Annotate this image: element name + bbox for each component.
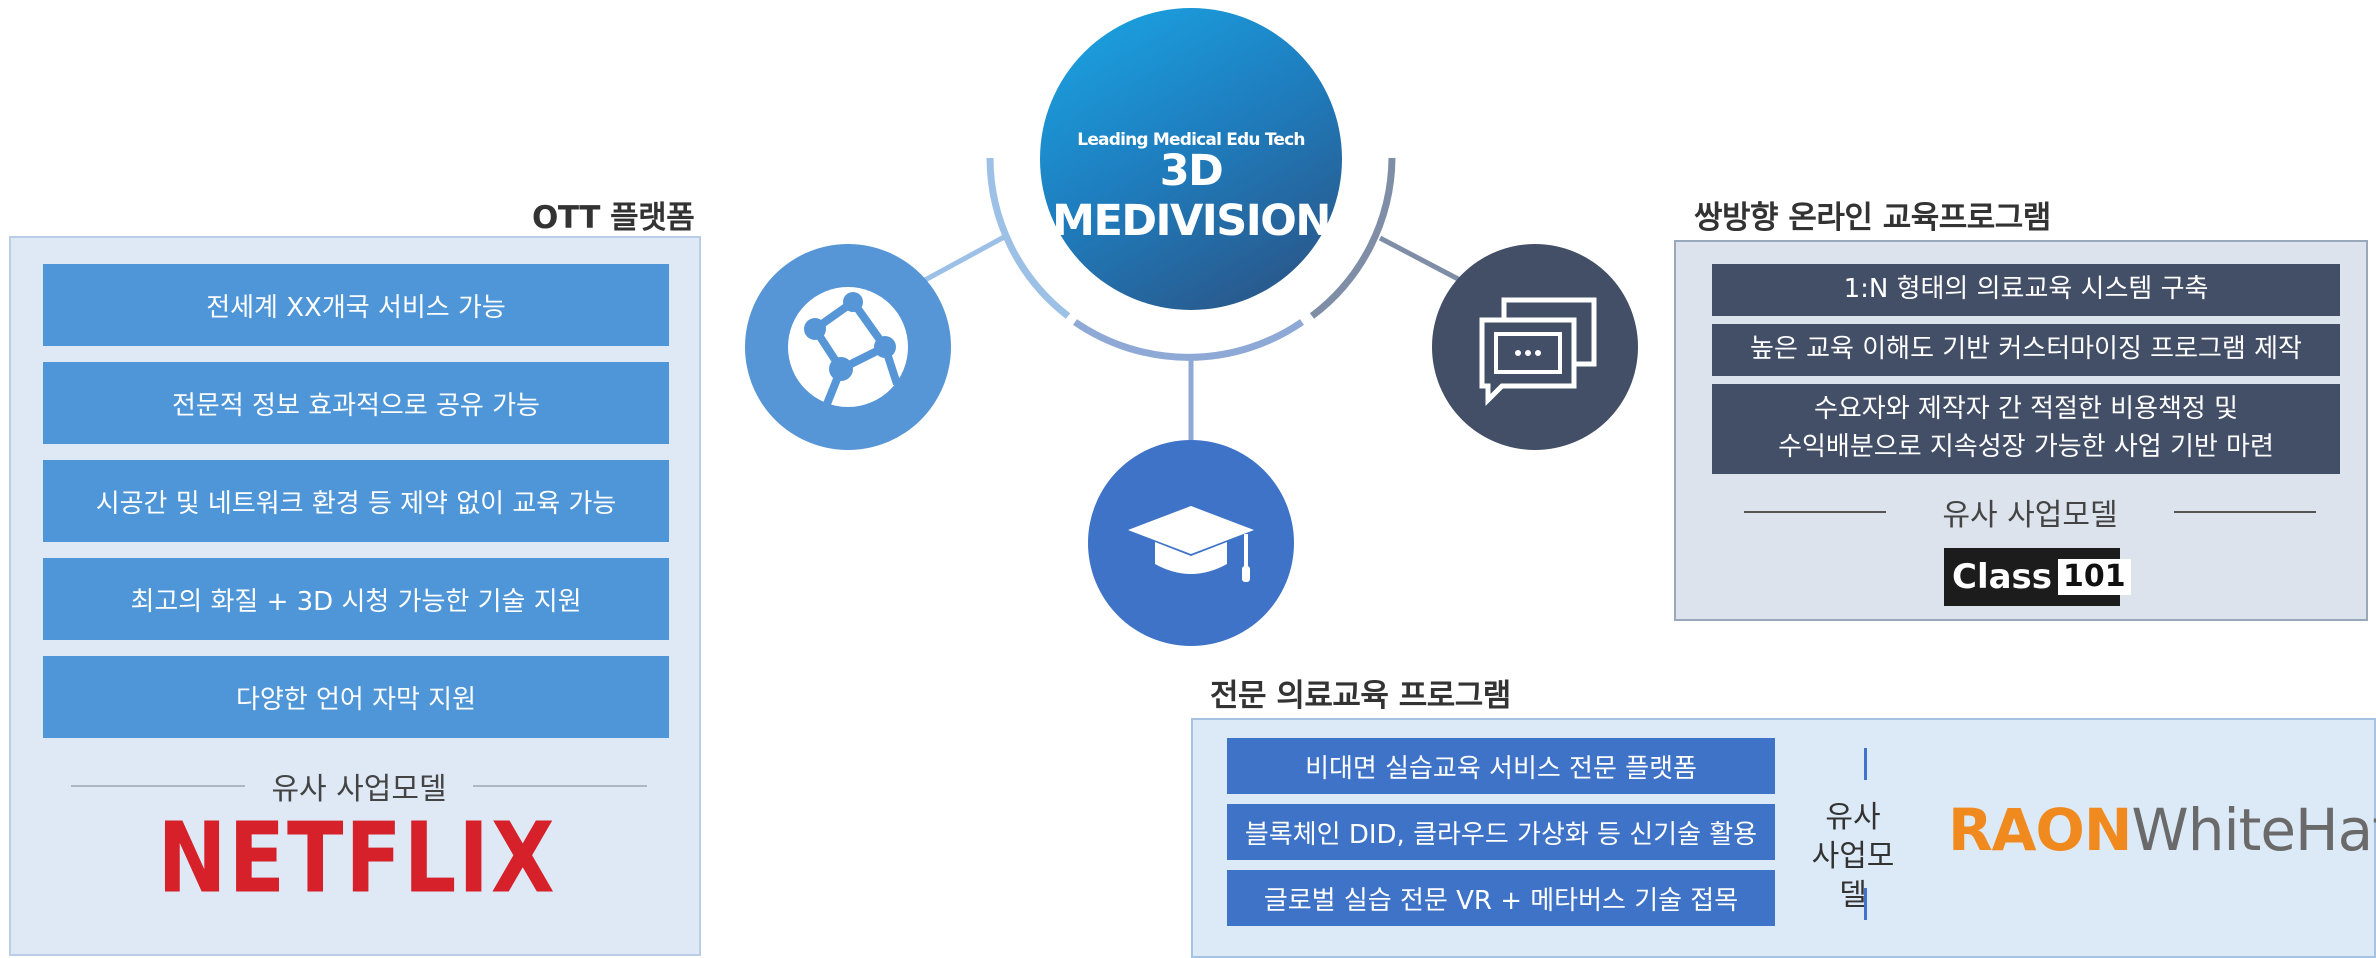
- ott-panel: 전세계 XX개국 서비스 가능 전문적 정보 효과적으로 공유 가능 시공간 및…: [9, 236, 701, 956]
- ott-title: OTT 플랫폼: [532, 200, 695, 236]
- graduation-circle: [1088, 440, 1294, 646]
- netflix-logo: NETFLIX: [157, 801, 557, 916]
- medical-panel: 비대면 실습교육 서비스 전문 플랫폼 블록체인 DID, 클라우드 가상화 등…: [1191, 718, 2376, 958]
- brand-tagline: Leading Medical Edu Tech: [1077, 130, 1305, 150]
- medical-item: 블록체인 DID, 클라우드 가상화 등 신기술 활용: [1227, 804, 1775, 860]
- connector-left: [923, 233, 1008, 283]
- ott-item: 시공간 및 네트워크 환경 등 제약 없이 교육 가능: [43, 460, 669, 542]
- interactive-panel: 1:N 형태의 의료교육 시스템 구축 높은 교육 이해도 기반 커스터마이징 …: [1674, 240, 2368, 621]
- chat-circle: [1432, 244, 1638, 450]
- raon-logo-text: RAON: [1948, 796, 2132, 864]
- medical-item: 글로벌 실습 전문 VR + 메타버스 기술 접목: [1227, 870, 1775, 926]
- interactive-item: 1:N 형태의 의료교육 시스템 구축: [1712, 264, 2340, 316]
- interactive-similar-label: 유사 사업모델: [1942, 498, 2118, 533]
- ott-similar-label: 유사 사업모델: [271, 772, 447, 807]
- ott-item: 전문적 정보 효과적으로 공유 가능: [43, 362, 669, 444]
- divider-line: [1744, 511, 1887, 513]
- interactive-item-line: 수요자와 제작자 간 적절한 비용책정 및: [1813, 394, 2239, 425]
- vertical-divider: [1864, 888, 1867, 920]
- whitehat-logo-text: WhiteHat: [2131, 796, 2376, 864]
- medical-item: 비대면 실습교육 서비스 전문 플랫폼: [1227, 738, 1775, 794]
- connector-right: [1378, 235, 1462, 283]
- class101-logo-text: Class: [1952, 557, 2053, 597]
- medical-similar-line: 사업모델: [1811, 839, 1895, 913]
- class101-logo-number: 101: [2058, 559, 2131, 595]
- ott-item: 전세계 XX개국 서비스 가능: [43, 264, 669, 346]
- vertical-divider: [1864, 748, 1867, 780]
- medical-similar-label: 유사 사업모델: [1803, 798, 1903, 915]
- divider-line: [71, 785, 246, 787]
- raon-whitehat-logo: RAONWhiteHat: [1948, 796, 2376, 864]
- brand-name: 3D MEDIVISION: [1052, 146, 1331, 246]
- arc-right: [1309, 157, 1396, 319]
- medical-title: 전문 의료교육 프로그램: [1210, 678, 1511, 714]
- chat-window-icon: [1479, 297, 1597, 407]
- divider-line: [472, 785, 648, 787]
- medical-similar-line: 유사: [1825, 800, 1881, 835]
- arc-bottom: [1073, 319, 1304, 361]
- interactive-title: 쌍방향 온라인 교육프로그램: [1694, 200, 2051, 236]
- ott-item: 다양한 언어 자막 지원: [43, 656, 669, 738]
- arc-left: [986, 157, 1071, 319]
- main-brand-circle: Leading Medical Edu Tech 3D MEDIVISION: [1040, 8, 1342, 310]
- divider-line: [2173, 511, 2317, 513]
- interactive-item: 높은 교육 이해도 기반 커스터마이징 프로그램 제작: [1712, 324, 2340, 376]
- interactive-item: 수요자와 제작자 간 적절한 비용책정 및 수익배분으로 지속성장 가능한 사업…: [1712, 384, 2340, 474]
- ott-similar-row: 유사 사업모델: [71, 764, 648, 808]
- class101-logo: Class 101: [1944, 548, 2131, 606]
- graduation-cap-icon: [1128, 506, 1254, 582]
- interactive-similar-row: 유사 사업모델: [1744, 490, 2317, 534]
- globe-circle: [745, 244, 951, 450]
- globe-network-icon: [788, 287, 908, 407]
- ott-item: 최고의 화질 + 3D 시청 가능한 기술 지원: [43, 558, 669, 640]
- interactive-item-line: 수익배분으로 지속성장 가능한 사업 기반 마련: [1778, 432, 2274, 462]
